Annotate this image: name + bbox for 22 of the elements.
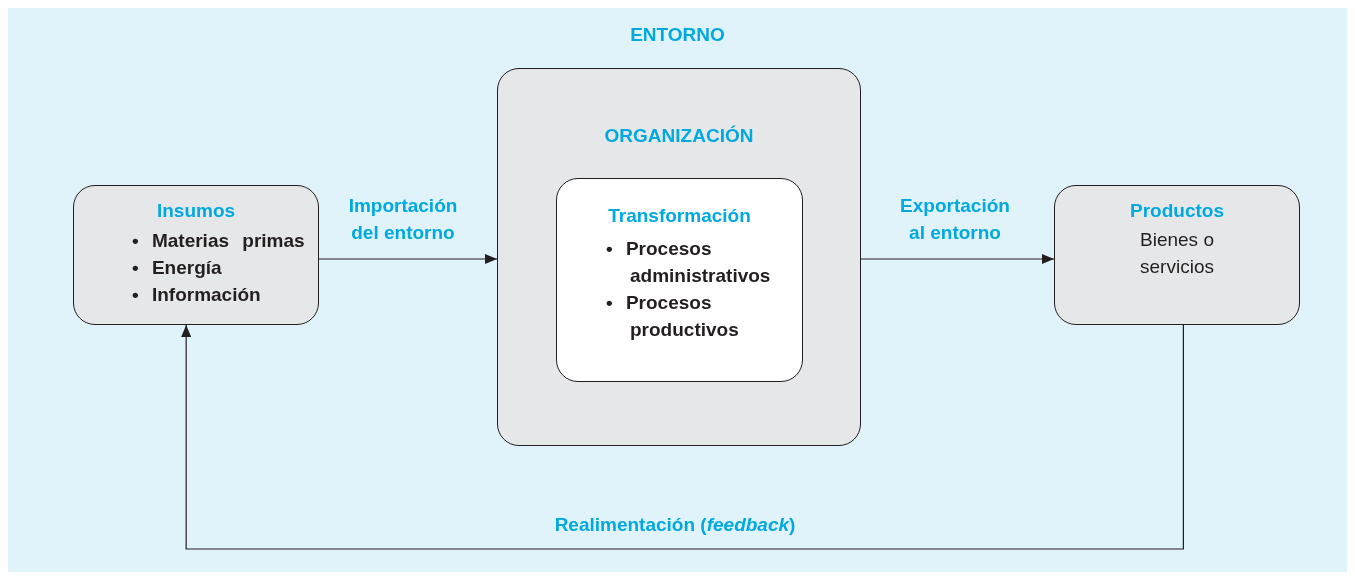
list-item: • Procesos administrativos [606,237,772,288]
arrow [318,254,498,264]
organization-box [497,68,861,446]
box-text: Bienes o servicios [1139,228,1215,279]
edge-label: Exportación al entorno [899,194,1011,245]
box-title: Productos [1130,199,1224,223]
environment-panel [8,8,1347,572]
edge-label: Importación del entorno [347,194,459,245]
box-title: Transformación [608,204,751,228]
arrow [181,324,1184,550]
process-box [556,178,803,382]
box-title: Insumos [156,199,236,223]
process-box [1054,185,1300,325]
list-item: • Procesos productivos [606,291,740,342]
list-item: • Información [132,283,262,307]
edge-label: Realimentación (feedback) [553,513,797,537]
arrow [860,254,1055,264]
list-item: • Materias primas [132,229,305,253]
list-item: • Energía [132,256,223,280]
panel-title: ENTORNO [630,23,725,47]
process-box [73,185,319,325]
box-title: ORGANIZACIÓN [604,124,754,148]
